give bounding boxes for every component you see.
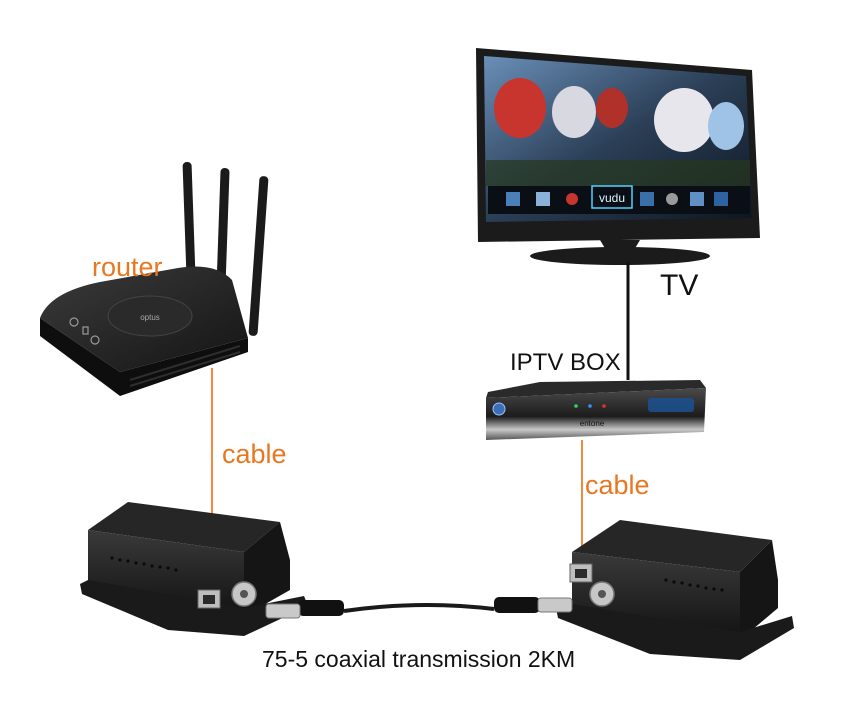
router-label: router: [92, 252, 163, 282]
tv-device: vudu: [476, 48, 760, 265]
converter-left-top: [88, 502, 280, 552]
iptv-box-label: IPTV BOX: [510, 349, 621, 376]
converter-right-vents: [664, 578, 724, 592]
converter-right-bnc-center: [598, 590, 606, 598]
cable-right-label: cable: [585, 470, 650, 500]
iptv-box-device: entone: [486, 380, 706, 440]
tv-photo-icon: [690, 192, 704, 206]
tv-menu-bar: [488, 186, 750, 214]
converter-right-ethernet-jack: [575, 569, 587, 578]
iptv-box-led-2: [588, 404, 592, 408]
router-power-icon: [69, 317, 79, 327]
tv-label: TV: [660, 269, 699, 302]
tv-media-icon: [640, 192, 654, 206]
iptv-box-led-1: [574, 404, 578, 408]
converter-left-vents: [110, 556, 178, 572]
converter-left: [80, 502, 308, 636]
coaxial-cable-line: [343, 602, 495, 613]
iptv-box-nav-pad: [648, 398, 694, 412]
tv-scene-player-4: [654, 88, 714, 152]
converter-right-top: [572, 520, 772, 572]
coaxial-cable: [265, 597, 573, 619]
converter-left-flange: [80, 580, 308, 636]
tv-home-icon: [506, 192, 520, 206]
tv-settings-icon: [666, 193, 678, 205]
bnc-connector-left-metal: [265, 603, 301, 619]
tv-scene-field: [486, 160, 750, 186]
bnc-connector-right-boot: [494, 597, 540, 613]
router-device: optus: [40, 162, 269, 396]
tv-scene-player-2: [552, 86, 596, 138]
router-wifi-icon: [90, 335, 100, 345]
tv-scene-player-5: [708, 102, 744, 150]
converter-right: [556, 520, 794, 660]
iptv-box-top: [486, 380, 706, 398]
router-vents: [129, 345, 241, 387]
bnc-connector-right-metal: [537, 597, 573, 613]
converter-left-ethernet-jack: [203, 595, 215, 604]
converter-right-flange: [556, 604, 794, 660]
converter-left-bnc-center: [240, 590, 248, 598]
tv-scene-player-3: [596, 88, 628, 128]
router-antenna-right: [248, 176, 269, 336]
iptv-box-brand: entone: [580, 419, 605, 428]
router-top-panel: [107, 295, 193, 337]
bnc-connector-left-boot: [298, 600, 344, 616]
tv-guide-icon: [536, 192, 550, 206]
iptv-box-led-3: [602, 404, 606, 408]
tv-scene-player-1: [494, 78, 546, 138]
router-phone-icon: [82, 326, 89, 335]
tv-record-icon: [566, 193, 578, 205]
tv-vudu-logo: vudu: [599, 191, 625, 205]
iptv-box-power-button: [492, 402, 506, 416]
tv-apps-icon: [714, 192, 728, 206]
converter-right-side: [740, 540, 778, 640]
cable-left-label: cable: [222, 439, 287, 469]
coaxial-caption: 75-5 coaxial transmission 2KM: [262, 646, 576, 672]
tv-stand-base: [530, 247, 710, 265]
tv-menu-icons: vudu: [506, 185, 728, 209]
tv-vudu-logo-box: [591, 185, 633, 209]
router-logo: optus: [140, 313, 160, 322]
